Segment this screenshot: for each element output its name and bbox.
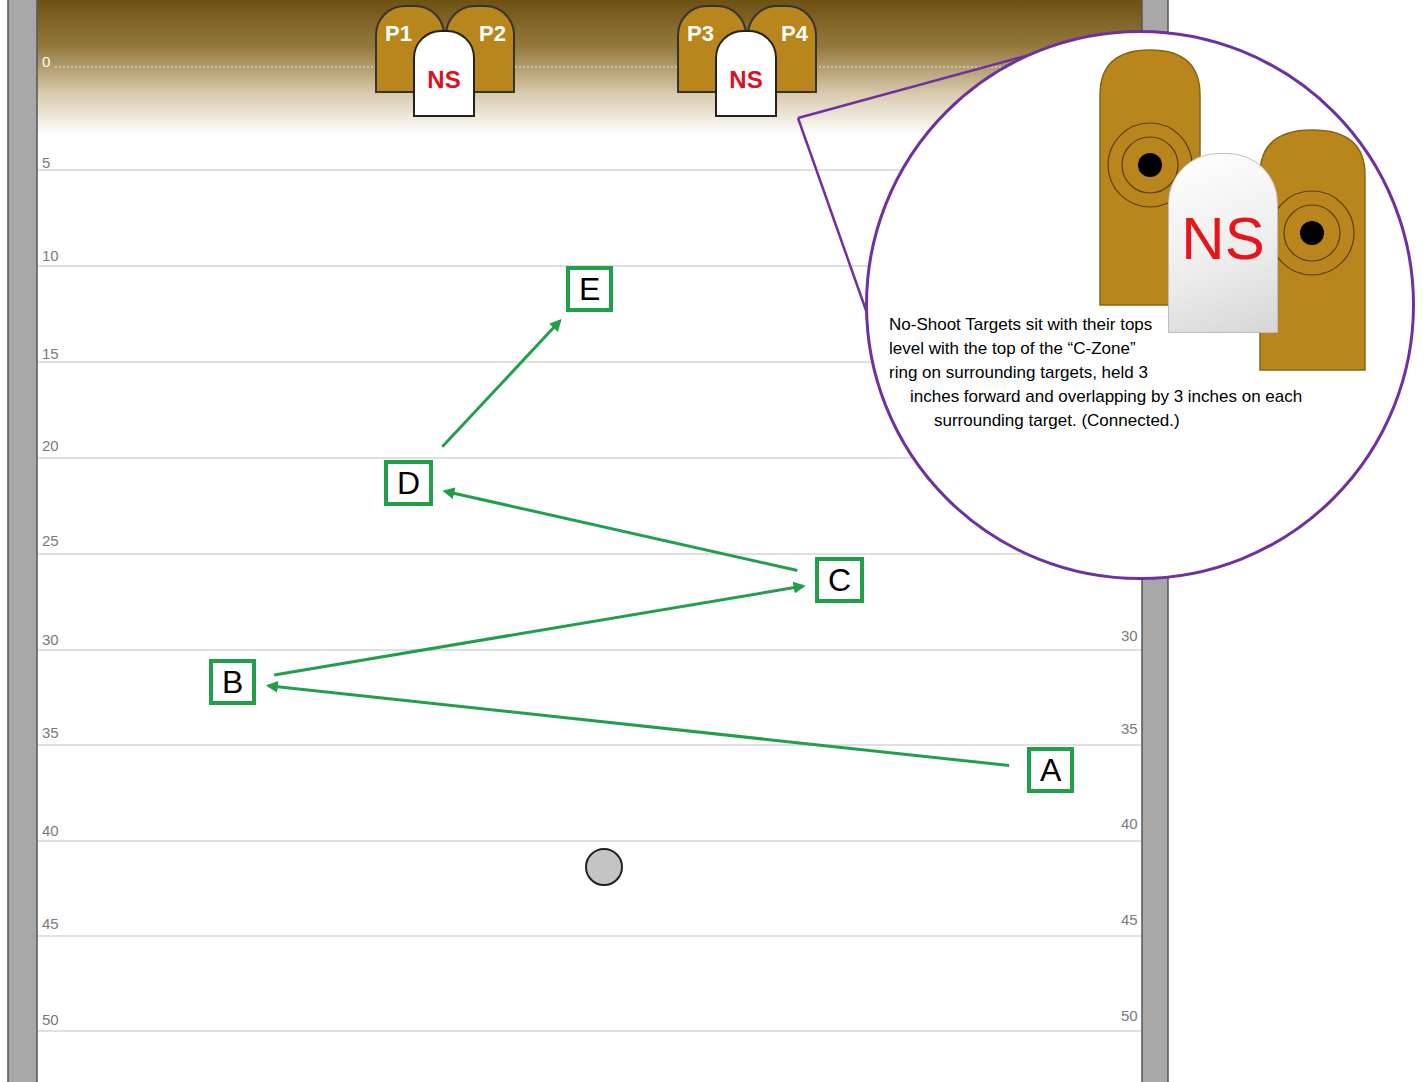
note-wrap: No-Shoot Targets sit with their tops lev… (888, 313, 1320, 481)
yard-line (37, 649, 1142, 651)
target-number: P4 (757, 21, 808, 47)
wrap-spacer (888, 385, 910, 409)
wrap-spacer (888, 433, 958, 457)
target-number: P1 (385, 21, 436, 47)
side-wall (8, 0, 37, 1082)
yard-number: 45 (42, 915, 59, 933)
yard-line (37, 744, 1142, 746)
yard-number: 35 (1121, 720, 1138, 738)
no-shoot-target: NS (413, 30, 475, 117)
yard-number: 30 (1121, 627, 1138, 645)
shooting-position-box: A (1027, 747, 1074, 793)
wrap-spacer (888, 409, 934, 433)
yard-number: 15 (42, 345, 59, 363)
yard-line (37, 840, 1142, 842)
movement-arrow (442, 321, 560, 447)
yard-number: 35 (42, 724, 59, 742)
no-shoot-mark: NS (415, 66, 473, 94)
target-ring (1270, 191, 1354, 275)
shooting-position-box: C (815, 557, 864, 603)
target-ring (1284, 205, 1340, 261)
yard-number: 30 (42, 631, 59, 649)
start-position (586, 849, 622, 885)
target-number: P3 (687, 21, 738, 47)
shooting-position-box: D (384, 460, 433, 506)
yard-number: 5 (42, 154, 50, 172)
yard-line (37, 935, 1142, 937)
yard-line (37, 1030, 1142, 1032)
target-center (1300, 221, 1324, 245)
leader-line (798, 118, 874, 333)
yard-number: 40 (42, 822, 59, 840)
yard-number: 25 (42, 532, 59, 550)
movement-arrow (445, 491, 798, 570)
position-letter: C (828, 561, 851, 599)
wrap-spacer (888, 313, 889, 385)
no-shoot-target: NS (1168, 153, 1278, 333)
wrap-spacer (888, 457, 982, 481)
position-letter: D (397, 464, 420, 502)
target-illustration (868, 33, 1412, 577)
movement-arrow (268, 686, 1009, 766)
yard-number: 45 (1121, 911, 1138, 929)
target-ring (1122, 137, 1178, 193)
yard-number: 50 (1121, 1007, 1138, 1025)
shooting-position-box: E (566, 266, 613, 312)
movement-arrow (274, 586, 803, 675)
position-letter: B (222, 663, 243, 701)
yard-number: 50 (42, 1011, 59, 1029)
position-letter: A (1040, 751, 1061, 789)
yard-number: 10 (42, 247, 59, 265)
target-center (1138, 153, 1162, 177)
no-shoot-mark: NS (1169, 206, 1277, 272)
yard-number: 20 (42, 437, 59, 455)
yard-number: 0 (42, 53, 50, 71)
shooting-position-box: B (209, 659, 256, 705)
yard-number: 40 (1121, 815, 1138, 833)
callout-circle: No-Shoot Targets sit with their tops lev… (865, 30, 1415, 580)
callout-note: No-Shoot Targets sit with their tops lev… (888, 313, 1320, 433)
yard-line (37, 553, 1142, 555)
no-shoot-mark: NS (717, 66, 775, 94)
target-number: P2 (455, 21, 506, 47)
no-shoot-target: NS (715, 30, 777, 117)
position-letter: E (579, 270, 600, 308)
